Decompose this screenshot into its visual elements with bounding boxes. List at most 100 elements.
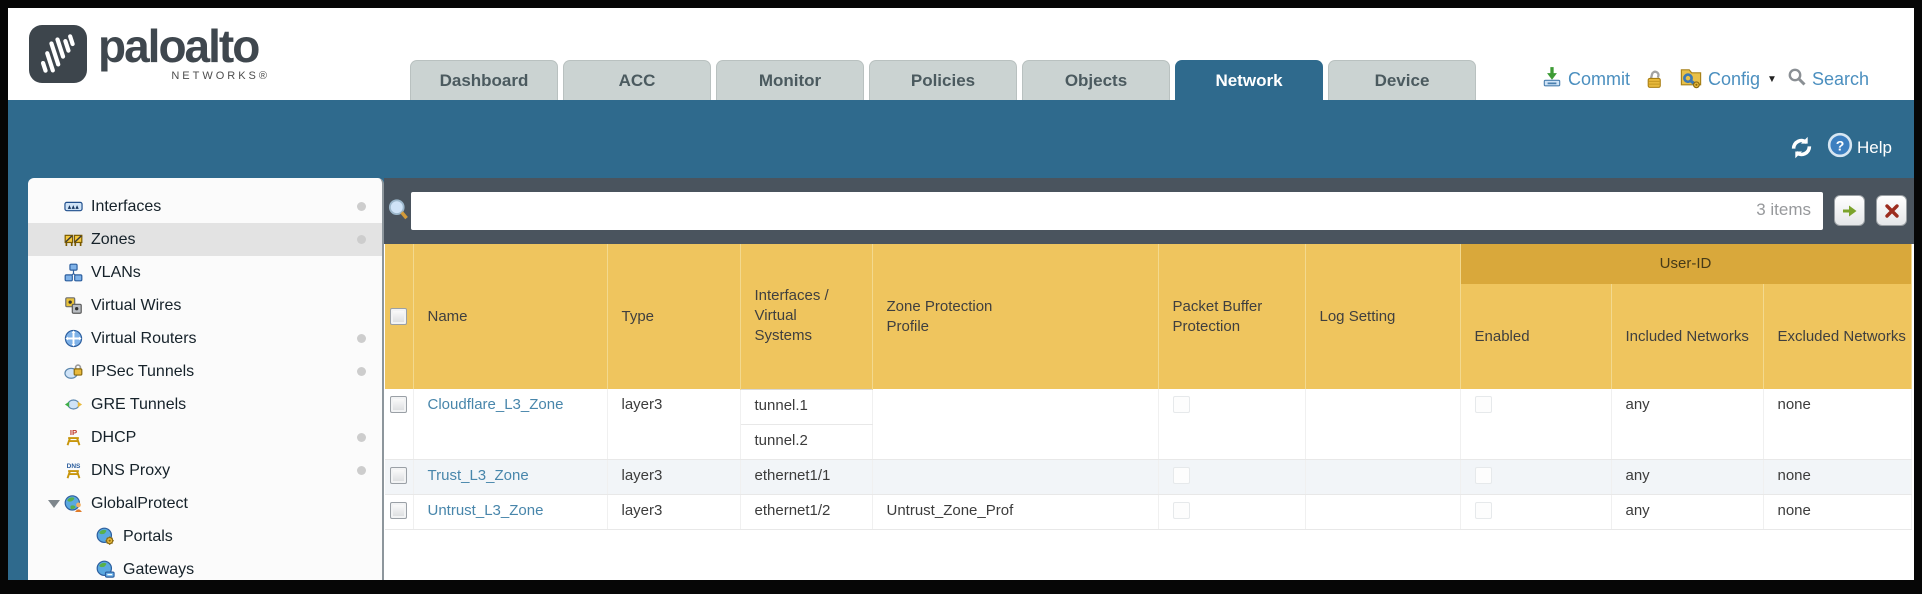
search-button[interactable]: Search bbox=[1787, 67, 1869, 92]
select-all-header bbox=[385, 244, 414, 389]
paloalto-logo: paloalto NETWORKS® bbox=[28, 20, 270, 84]
tab-device[interactable]: Device bbox=[1328, 60, 1476, 100]
user-id-enabled-checkbox[interactable] bbox=[1474, 501, 1492, 519]
refresh-button[interactable] bbox=[1788, 134, 1815, 161]
column-header-interfaces[interactable]: Interfaces / Virtual Systems bbox=[740, 244, 873, 389]
zone-link[interactable]: Trust_L3_Zone bbox=[427, 466, 529, 484]
sidebar-item-virtual-routers[interactable]: Virtual Routers bbox=[28, 322, 382, 355]
sidebar-item-ipsec-tunnels[interactable]: IPSec Tunnels bbox=[28, 355, 382, 388]
gateways-icon bbox=[96, 560, 115, 579]
zone-link[interactable]: Cloudflare_L3_Zone bbox=[427, 396, 564, 413]
filter-toolbar: 3 items bbox=[384, 178, 1914, 244]
sidebar-item-interfaces[interactable]: Interfaces bbox=[28, 190, 382, 223]
chevron-down-icon: ▼ bbox=[1767, 73, 1777, 85]
column-header-excluded-networks[interactable]: Excluded Networks bbox=[1763, 284, 1912, 389]
table-row: Trust_L3_Zone layer3 ethernet1/1 any non… bbox=[385, 458, 1912, 495]
zone-type: layer3 bbox=[607, 494, 741, 530]
included-networks-cell: any bbox=[1611, 459, 1764, 495]
sidebar-item-dhcp[interactable]: IP DHCP bbox=[28, 421, 382, 454]
packet-buffer-checkbox[interactable] bbox=[1172, 396, 1190, 413]
zone-type: layer3 bbox=[607, 389, 741, 460]
expander-icon[interactable] bbox=[48, 499, 60, 508]
tab-dashboard[interactable]: Dashboard bbox=[410, 60, 558, 100]
help-button[interactable]: ? Help bbox=[1827, 132, 1892, 163]
filter-search-icon bbox=[387, 198, 410, 226]
column-header-log-setting[interactable]: Log Setting bbox=[1305, 244, 1461, 389]
included-networks-cell: any bbox=[1611, 389, 1764, 460]
help-icon: ? bbox=[1827, 132, 1853, 163]
tab-network[interactable]: Network bbox=[1175, 60, 1323, 100]
filter-input[interactable] bbox=[411, 192, 1823, 230]
column-header-zone-protection[interactable]: Zone Protection Profile bbox=[872, 244, 1159, 389]
row-checkbox[interactable] bbox=[390, 501, 407, 519]
user-id-enabled-checkbox[interactable] bbox=[1474, 466, 1492, 484]
gre-tunnels-icon bbox=[64, 395, 83, 414]
tab-acc[interactable]: ACC bbox=[563, 60, 711, 100]
status-dot bbox=[357, 367, 366, 376]
sidebar-item-zones[interactable]: Zones bbox=[28, 223, 382, 256]
sidebar: Interfaces Zones bbox=[28, 178, 384, 580]
filter-box: 3 items bbox=[411, 192, 1823, 230]
main-content: 3 items bbox=[384, 178, 1914, 580]
excluded-networks-cell: none bbox=[1763, 459, 1912, 495]
config-icon bbox=[1679, 65, 1703, 94]
user-id-enabled-checkbox[interactable] bbox=[1474, 396, 1492, 413]
interface-cell: tunnel.1 bbox=[739, 388, 873, 425]
table-row: Cloudflare_L3_Zone layer3 tunnel.1 any n… bbox=[385, 388, 1912, 460]
select-all-checkbox[interactable] bbox=[390, 308, 407, 325]
search-icon bbox=[1787, 67, 1807, 92]
zone-protection-cell: Untrust_Zone_Prof bbox=[872, 494, 1159, 530]
apply-filter-button[interactable] bbox=[1834, 195, 1865, 226]
row-checkbox[interactable] bbox=[390, 466, 407, 484]
column-header-enabled[interactable]: Enabled bbox=[1460, 284, 1612, 389]
sidebar-item-globalprotect[interactable]: GlobalProtect bbox=[28, 487, 382, 520]
sidebar-item-gre-tunnels[interactable]: GRE Tunnels bbox=[28, 388, 382, 421]
zones-table: Name Type Interfaces / Virtual Systems Z… bbox=[385, 244, 1912, 530]
svg-text:DNS: DNS bbox=[67, 463, 81, 470]
column-header-included-networks[interactable]: Included Networks bbox=[1611, 284, 1764, 389]
tab-policies[interactable]: Policies bbox=[869, 60, 1017, 100]
zone-type: layer3 bbox=[607, 459, 741, 495]
sidebar-item-vlans[interactable]: VLANs bbox=[28, 256, 382, 289]
virtual-wires-icon bbox=[64, 296, 83, 315]
config-button[interactable]: Config ▼ bbox=[1679, 65, 1777, 94]
interface-cell: ethernet1/1 bbox=[739, 458, 873, 495]
app-window: paloalto NETWORKS® Dashboard ACC Monitor… bbox=[8, 8, 1914, 580]
column-header-name[interactable]: Name bbox=[413, 244, 608, 389]
sidebar-item-dns-proxy[interactable]: DNS DNS Proxy bbox=[28, 454, 382, 487]
logo-wordmark: paloalto bbox=[98, 20, 260, 72]
globalprotect-icon bbox=[64, 494, 83, 513]
logo-networks-text: NETWORKS® bbox=[171, 70, 270, 82]
tab-objects[interactable]: Objects bbox=[1022, 60, 1170, 100]
sidebar-item-virtual-wires[interactable]: Virtual Wires bbox=[28, 289, 382, 322]
sidebar-item-portals[interactable]: Portals bbox=[28, 520, 382, 553]
zone-protection-cell bbox=[872, 459, 1159, 495]
column-header-packet-buffer[interactable]: Packet Buffer Protection bbox=[1158, 244, 1306, 389]
commit-button[interactable]: Commit bbox=[1541, 66, 1630, 93]
log-setting-cell bbox=[1305, 389, 1461, 460]
status-dot bbox=[357, 202, 366, 211]
clear-filter-button[interactable] bbox=[1876, 195, 1907, 226]
zones-icon bbox=[64, 230, 83, 249]
portals-icon bbox=[96, 527, 115, 546]
band-utilities: ? Help bbox=[1788, 132, 1892, 163]
dhcp-icon: IP bbox=[64, 428, 83, 447]
log-setting-cell bbox=[1305, 494, 1461, 530]
packet-buffer-checkbox[interactable] bbox=[1172, 466, 1190, 484]
zone-link[interactable]: Untrust_L3_Zone bbox=[427, 501, 544, 519]
lock-icon[interactable] bbox=[1644, 69, 1665, 90]
table-row: tunnel.2 bbox=[385, 423, 1911, 460]
vlans-icon bbox=[64, 263, 83, 282]
row-checkbox[interactable] bbox=[390, 396, 407, 413]
excluded-networks-cell: none bbox=[1763, 494, 1912, 530]
svg-text:?: ? bbox=[1836, 137, 1845, 153]
column-header-type[interactable]: Type bbox=[607, 244, 741, 389]
commit-icon bbox=[1541, 66, 1563, 93]
packet-buffer-checkbox[interactable] bbox=[1172, 501, 1190, 519]
tab-monitor[interactable]: Monitor bbox=[716, 60, 864, 100]
status-dot bbox=[357, 433, 366, 442]
header-utilities: Commit bbox=[1541, 62, 1869, 96]
sidebar-item-gateways[interactable]: Gateways bbox=[28, 553, 382, 580]
paloalto-logo-icon bbox=[28, 24, 88, 84]
